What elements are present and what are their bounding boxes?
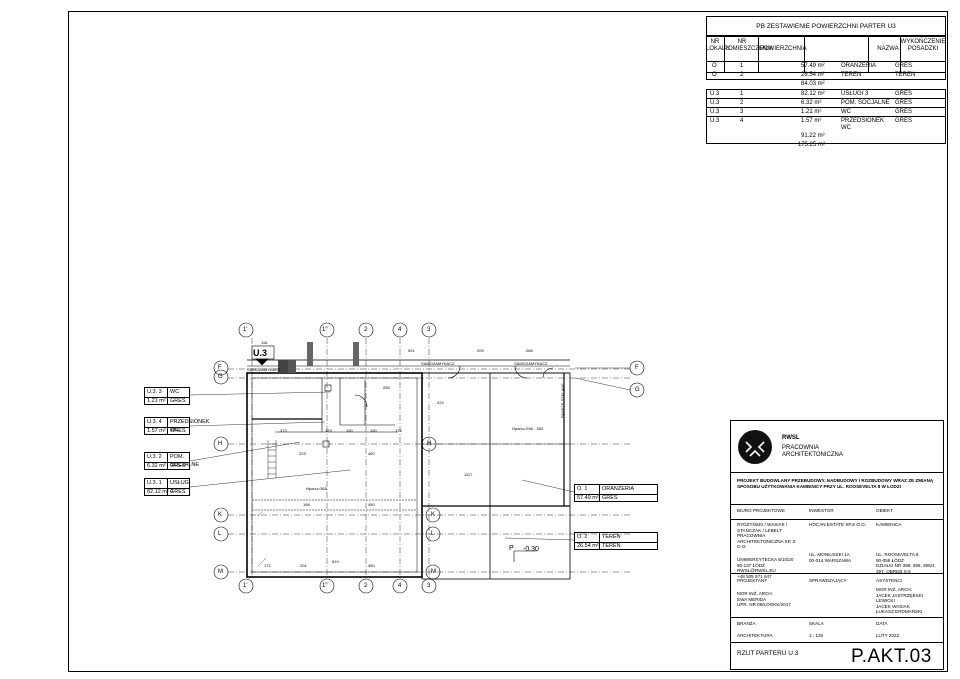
designer: MGR INŻ. ARCH.EWA MERIDA UPR. NR 09/ŁOOK… xyxy=(737,591,791,607)
dimension: 198 xyxy=(303,502,310,507)
grid-label: K xyxy=(218,512,223,518)
room-tag: U.3. 3 1.21 m² WC GRES xyxy=(144,387,190,405)
unit-label: U.3 xyxy=(253,348,268,358)
area-table-title: PB ZESTAWIENIE POWIERZCHNI PARTER U3 xyxy=(706,16,946,36)
dimension: 819 xyxy=(332,559,339,564)
header-nazwa: NAZWA xyxy=(877,46,899,52)
area-table-header-box xyxy=(706,36,946,73)
header-powierzchnia: POWIERZCHNIA xyxy=(760,46,807,52)
grid-label: 1'' xyxy=(322,327,328,333)
grid-label: L xyxy=(431,531,435,537)
grid-label: G xyxy=(635,387,640,393)
table-row: O 2 26.54 m² TEREN TEREN xyxy=(712,72,916,78)
grid-label: 4 xyxy=(398,327,402,333)
grid-label: 2 xyxy=(364,327,368,333)
grid-label: L xyxy=(218,531,222,537)
dimension: 460 xyxy=(368,451,375,456)
table-row: U.3 2 6.32 m² POM. SOCJALNE GRES xyxy=(710,100,913,106)
room-tag: U.3. 2 6.32 m² POM. SOCJALNE GRES xyxy=(144,452,199,470)
room-tag: U.3. 4 1.57 m² PRZEDSIONEK WC GRES xyxy=(144,417,209,435)
dimension: 266 xyxy=(526,348,533,353)
grid-label: 3 xyxy=(427,583,431,589)
room-tag: O. 1 57.49 m² ORANŻERIA GRES xyxy=(574,484,658,502)
grand-total: 175.25 m² xyxy=(798,142,826,148)
grid-label: F xyxy=(635,365,639,371)
grid-label: M xyxy=(431,569,436,575)
logo-text: RWSL xyxy=(782,435,800,441)
grid-label: M xyxy=(218,569,223,575)
dimension: 201 xyxy=(300,563,307,568)
table-row: U.3 4 1.57 m² PRZEDSIONEK GRES xyxy=(710,118,913,124)
dimension: 222 xyxy=(437,400,444,405)
sheet-frame xyxy=(68,11,948,672)
annotation: Hporiu=365 xyxy=(306,486,327,491)
dimension: 100 xyxy=(346,428,353,433)
room-tag: O. 2 26.54 m² TEREN TEREN xyxy=(574,532,658,550)
dimension: 223 xyxy=(299,451,306,456)
grid-label: 1' xyxy=(243,327,248,333)
sheet-number: P.AKT.03 xyxy=(851,646,932,667)
logo-icon xyxy=(738,430,772,464)
project-title: PROJEKT BUDOWLANY PRZEBUDOWY, NADBUDOWY … xyxy=(737,478,934,489)
grid-label: 4 xyxy=(398,583,402,589)
grid-label: H xyxy=(218,441,223,447)
grid-label: 1'' xyxy=(322,583,328,589)
grid-label: G xyxy=(218,374,223,380)
office-details: RYDZYŃSKI / WASIAK /STAŃCZAK / LEBELT PR… xyxy=(737,522,796,549)
level-marker: P xyxy=(509,545,514,552)
grid-label: H xyxy=(427,441,432,447)
annotation: SAMOZAMYKACZ xyxy=(421,361,455,366)
grid-label: K xyxy=(431,512,436,518)
room-tag: U.3. 1 82.12 m² USŁUGI 3 GRES xyxy=(144,478,190,496)
table-subtotal: 84.03 m² xyxy=(801,81,825,87)
dimension: 100 xyxy=(370,428,377,433)
grid-label: F xyxy=(218,365,222,371)
annotation: Hporiu=296 - 353 xyxy=(512,426,544,431)
dimension: 373 xyxy=(280,428,287,433)
grid-label: 1' xyxy=(243,583,248,589)
table-row: U.3 3 1.21 m² WC GRES xyxy=(710,109,913,115)
sheet-name: RZUT PARTERU U 3 xyxy=(737,650,799,657)
grid-label: 3 xyxy=(427,327,431,333)
dimension: 450 xyxy=(368,502,375,507)
dimension: 172 xyxy=(264,563,271,568)
table-row: O 1 57.49 m² ORANŻERIA GRES xyxy=(712,63,913,69)
dimension: 129 xyxy=(325,428,332,433)
dimension: 1117 xyxy=(464,472,473,477)
annotation: SAMOZAMYKACZ xyxy=(247,367,281,372)
level-value: -0.30 xyxy=(523,546,539,553)
annotation: PANELE SZKLANE xyxy=(560,383,565,418)
dimension: 116 xyxy=(261,340,268,345)
dimension: 209 xyxy=(477,348,484,353)
dimension: 285 xyxy=(383,385,390,390)
annotation: SAMOZAMYKACZ xyxy=(514,361,548,366)
dimension: 175 xyxy=(395,428,402,433)
grid-label: 2 xyxy=(364,583,368,589)
u3-subtotal: 91.22 m² xyxy=(801,133,825,139)
dimension: 450 xyxy=(368,563,375,568)
table-row: U.3 1 82.12 m² USŁUGI 3 GRES xyxy=(710,91,913,97)
dimension: 501 xyxy=(408,348,415,353)
